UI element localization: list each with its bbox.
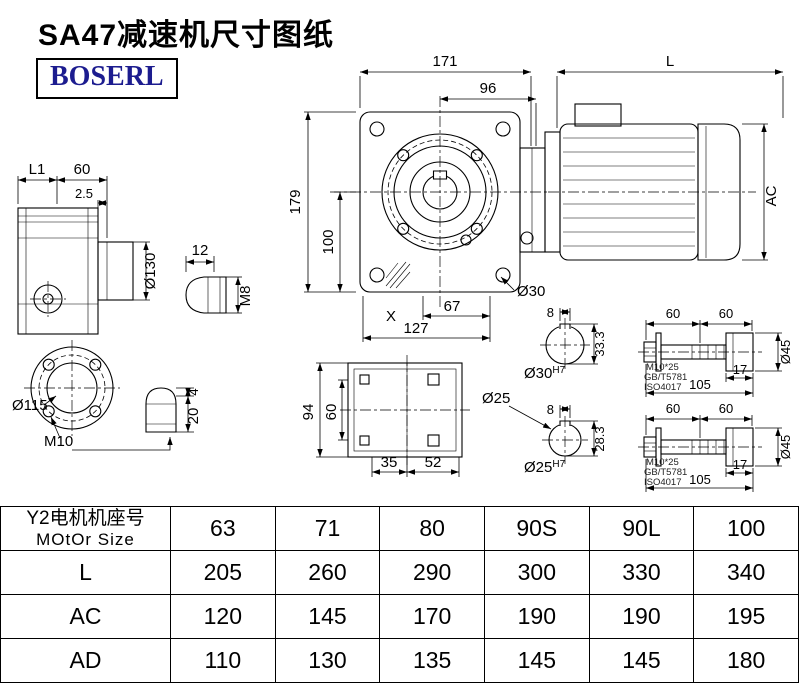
dim-foot-52: 52 bbox=[425, 454, 442, 471]
label-a2-m10: M10*25 bbox=[646, 457, 679, 468]
label-a2-iso: ISO4017 bbox=[644, 477, 682, 488]
dim-motor-length: L bbox=[666, 53, 674, 70]
label-a1-iso: ISO4017 bbox=[644, 382, 682, 393]
motor-size-header: Y2电机机座号 MOtOr Size bbox=[0, 506, 171, 551]
table-cell: 63 bbox=[170, 506, 276, 551]
dim-a1-60a: 60 bbox=[666, 306, 680, 321]
table-row-AC: AC 120 145 170 190 190 195 bbox=[0, 594, 799, 639]
table-cell: 290 bbox=[379, 550, 485, 595]
dim-a2-60b: 60 bbox=[719, 401, 733, 416]
left-side-view bbox=[17, 207, 134, 335]
dim-foot-35: 35 bbox=[381, 454, 398, 471]
dim-s30-key8: 8 bbox=[547, 305, 554, 320]
dim-s30-333: 33.3 bbox=[592, 331, 607, 356]
dim-a2-17: 17 bbox=[733, 457, 747, 472]
table-cell: 300 bbox=[483, 550, 590, 595]
stud-m10-detail: 4 20 bbox=[145, 387, 202, 433]
dim-a2-d45: Ø45 bbox=[778, 435, 793, 460]
dim-a2-60a: 60 bbox=[666, 401, 680, 416]
dim-foot-94: 94 bbox=[300, 404, 317, 421]
dim-plug-12: 12 bbox=[192, 242, 209, 259]
table-cell: 340 bbox=[693, 550, 799, 595]
dim-s25-d: Ø25 bbox=[482, 390, 510, 407]
shaft-section-25: 8 28.3 Ø25H7 Ø25 bbox=[482, 390, 607, 476]
dim-stud-4: 4 bbox=[186, 388, 201, 395]
table-cell: 145 bbox=[274, 594, 381, 639]
dim-side-d130: Ø130 bbox=[142, 253, 159, 290]
table-cell: 90L bbox=[588, 506, 695, 551]
row-label: L bbox=[0, 550, 171, 595]
dim-stud-20: 20 bbox=[185, 408, 202, 425]
table-cell: 190 bbox=[588, 594, 695, 639]
dim-side-l1: L1 bbox=[29, 161, 46, 178]
row-label: AC bbox=[0, 594, 171, 639]
dim-a1-105: 105 bbox=[689, 377, 711, 392]
motor-size-label-en: MOtOr Size bbox=[36, 529, 135, 549]
label-a1-m10: M10*25 bbox=[646, 362, 679, 373]
bottom-view: 94 60 35 52 bbox=[300, 355, 470, 477]
dim-shaft-d30: Ø30 bbox=[517, 283, 545, 300]
table-cell: 180 bbox=[693, 638, 799, 683]
shaft-section-30: 8 33.3 Ø30H7 bbox=[524, 305, 607, 382]
technical-drawing: 171 96 179 100 67 127 X Ø30 bbox=[12, 53, 793, 492]
table-cell: 120 bbox=[170, 594, 276, 639]
dim-side-60: 60 bbox=[74, 161, 91, 178]
plug-m8-detail: 12 M8 bbox=[185, 242, 254, 314]
stud-assembly-1: 60 60 M10*25 GB/T5781 ISO4017 17 105 Ø45 bbox=[638, 306, 793, 397]
dim-out-127: 127 bbox=[403, 320, 428, 337]
mark-x: X bbox=[386, 308, 396, 325]
dim-flange-m10: M10 bbox=[44, 433, 73, 450]
motor-side-view bbox=[544, 103, 756, 261]
dim-flange-d115: Ø115 bbox=[12, 397, 48, 414]
dim-side-gap: 2.5 bbox=[75, 186, 93, 201]
dim-out-67: 67 bbox=[444, 298, 461, 315]
brand-logo: BOSERL bbox=[36, 58, 178, 99]
dim-plug-m8: M8 bbox=[237, 286, 254, 307]
front-view bbox=[330, 96, 548, 308]
row-label: AD bbox=[0, 638, 171, 683]
table-row-sizes: Y2电机机座号 MOtOr Size 63 71 80 90S 90L 100 bbox=[0, 506, 799, 551]
motor-dimensions: L AC bbox=[556, 53, 784, 261]
table-cell: 190 bbox=[483, 594, 590, 639]
dim-front-height: 179 bbox=[287, 189, 304, 214]
dim-s25-key8: 8 bbox=[547, 402, 554, 417]
dim-axis-height: 100 bbox=[320, 229, 337, 254]
table-row-AD: AD 110 130 135 145 145 180 bbox=[0, 638, 799, 683]
table-cell: 90S bbox=[483, 506, 590, 551]
dim-foot-60: 60 bbox=[323, 404, 340, 421]
table-cell: 170 bbox=[379, 594, 485, 639]
dim-a2-105: 105 bbox=[689, 472, 711, 487]
table-cell: 205 bbox=[170, 550, 276, 595]
table-cell: 100 bbox=[693, 506, 799, 551]
label-a2-gb: GB/T5781 bbox=[644, 467, 687, 478]
page-title: SA47减速机尺寸图纸 bbox=[38, 19, 335, 52]
table-cell: 330 bbox=[588, 550, 695, 595]
stud-assembly-2: 60 60 M10*25 GB/T5781 ISO4017 17 105 Ø45 bbox=[638, 401, 793, 492]
dim-front-width: 171 bbox=[432, 53, 457, 70]
dim-a1-17: 17 bbox=[733, 362, 747, 377]
dim-s25-283: 28.3 bbox=[592, 426, 607, 451]
table-cell: 80 bbox=[379, 506, 485, 551]
table-cell: 195 bbox=[693, 594, 799, 639]
table-cell: 145 bbox=[483, 638, 590, 683]
dim-a1-d45: Ø45 bbox=[778, 340, 793, 365]
dimension-table: Y2电机机座号 MOtOr Size 63 71 80 90S 90L 100 … bbox=[0, 506, 799, 683]
dim-flange-96: 96 bbox=[480, 80, 497, 97]
motor-size-label-cn: Y2电机机座号 bbox=[26, 507, 145, 529]
label-a1-gb: GB/T5781 bbox=[644, 372, 687, 383]
front-view-dimensions: 171 96 179 100 67 127 X Ø30 bbox=[287, 53, 545, 342]
table-cell: 145 bbox=[588, 638, 695, 683]
flange-view: Ø115 M10 bbox=[12, 340, 173, 451]
table-row-L: L 205 260 290 300 330 340 bbox=[0, 550, 799, 595]
dim-a1-60b: 60 bbox=[719, 306, 733, 321]
table-cell: 260 bbox=[274, 550, 381, 595]
dim-s25-bore: Ø25H7 bbox=[524, 459, 566, 476]
dim-s30-bore: Ø30H7 bbox=[524, 365, 566, 382]
table-cell: 130 bbox=[274, 638, 381, 683]
table-cell: 110 bbox=[170, 638, 276, 683]
table-cell: 135 bbox=[379, 638, 485, 683]
table-cell: 71 bbox=[274, 506, 381, 551]
dim-motor-ac: AC bbox=[763, 185, 780, 206]
left-side-dimensions: L1 60 2.5 Ø130 bbox=[17, 161, 159, 301]
